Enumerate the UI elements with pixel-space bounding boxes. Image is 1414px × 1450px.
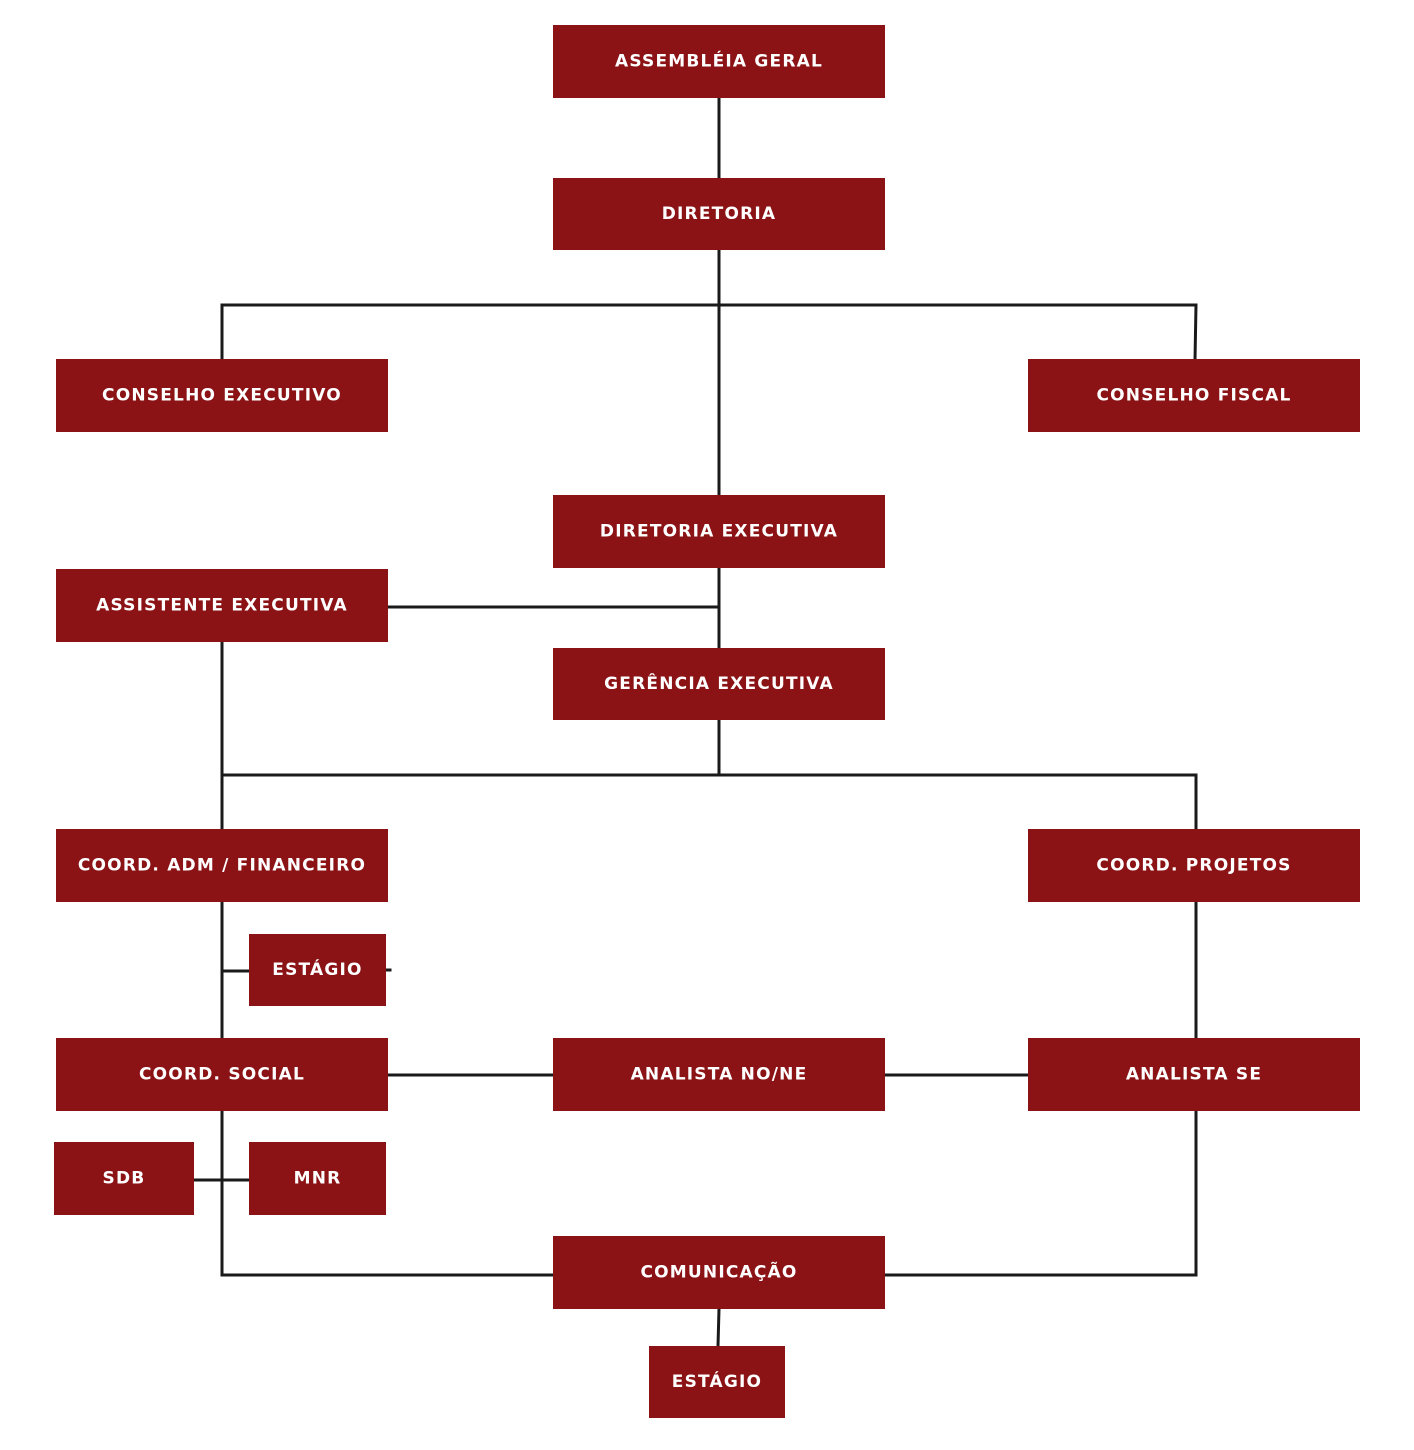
node-assistente-executiva: ASSISTENTE EXECUTIVA — [56, 569, 388, 642]
node-label: ASSEMBLÉIA GERAL — [615, 50, 823, 72]
node-label: COMUNICAÇÃO — [640, 1260, 797, 1283]
node-label: GERÊNCIA EXECUTIVA — [604, 672, 834, 694]
node-coord-social: COORD. SOCIAL — [56, 1038, 388, 1111]
node-estagio-adm: ESTÁGIO — [249, 934, 386, 1006]
node-label: COORD. PROJETOS — [1096, 856, 1291, 876]
node-estagio-comunicacao: ESTÁGIO — [649, 1346, 785, 1418]
node-coord-projetos: COORD. PROJETOS — [1028, 829, 1360, 902]
node-label: ESTÁGIO — [272, 958, 362, 980]
connector-lines — [192, 96, 1198, 1348]
node-gerencia-executiva: GERÊNCIA EXECUTIVA — [553, 648, 885, 720]
node-label: ESTÁGIO — [672, 1370, 762, 1392]
node-sdb: SDB — [54, 1142, 194, 1215]
node-analista-se: ANALISTA SE — [1028, 1038, 1360, 1111]
node-mnr: MNR — [249, 1142, 386, 1215]
node-conselho-executivo: CONSELHO EXECUTIVO — [56, 359, 388, 432]
node-assembleia-geral: ASSEMBLÉIA GERAL — [553, 25, 885, 98]
node-label: ANALISTA SE — [1126, 1065, 1262, 1085]
node-label: CONSELHO EXECUTIVO — [102, 386, 342, 406]
node-analista-no-ne: ANALISTA NO/NE — [553, 1038, 885, 1111]
node-diretoria: DIRETORIA — [553, 178, 885, 250]
node-label: SDB — [103, 1169, 146, 1189]
node-label: DIRETORIA — [662, 204, 777, 224]
node-label: MNR — [294, 1169, 342, 1189]
node-diretoria-executiva: DIRETORIA EXECUTIVA — [553, 495, 885, 568]
node-coord-adm-financeiro: COORD. ADM / FINANCEIRO — [56, 829, 388, 902]
node-conselho-fiscal: CONSELHO FISCAL — [1028, 359, 1360, 432]
node-label: CONSELHO FISCAL — [1096, 386, 1291, 406]
node-comunicacao: COMUNICAÇÃO — [553, 1236, 885, 1309]
node-label: ANALISTA NO/NE — [631, 1065, 808, 1085]
node-label: COORD. SOCIAL — [139, 1065, 305, 1085]
node-label: ASSISTENTE EXECUTIVA — [96, 596, 348, 616]
node-label: DIRETORIA EXECUTIVA — [600, 522, 838, 542]
node-label: COORD. ADM / FINANCEIRO — [78, 856, 366, 876]
